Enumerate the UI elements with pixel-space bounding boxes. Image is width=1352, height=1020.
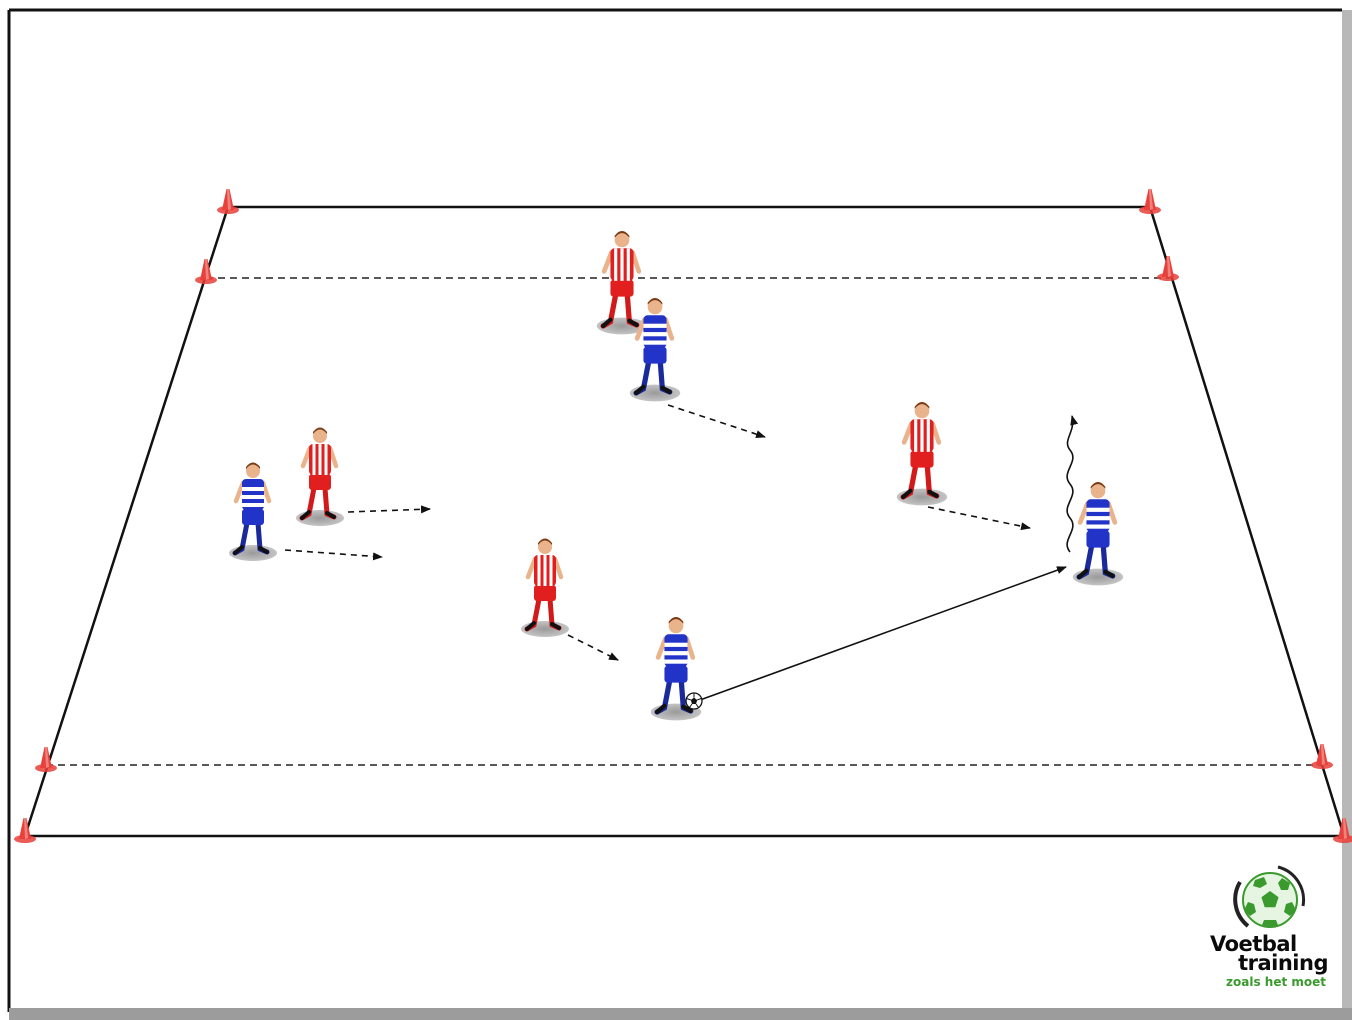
pitch-outline (25, 207, 1344, 836)
soccer-ball-icon (686, 693, 702, 709)
logo-line2: training (1206, 953, 1330, 974)
logo-tagline: zoals het moet (1206, 976, 1330, 988)
logo-wordmark: Voetbal training zoals het moet (1206, 934, 1330, 988)
soccer-ball-icon (1243, 873, 1297, 927)
